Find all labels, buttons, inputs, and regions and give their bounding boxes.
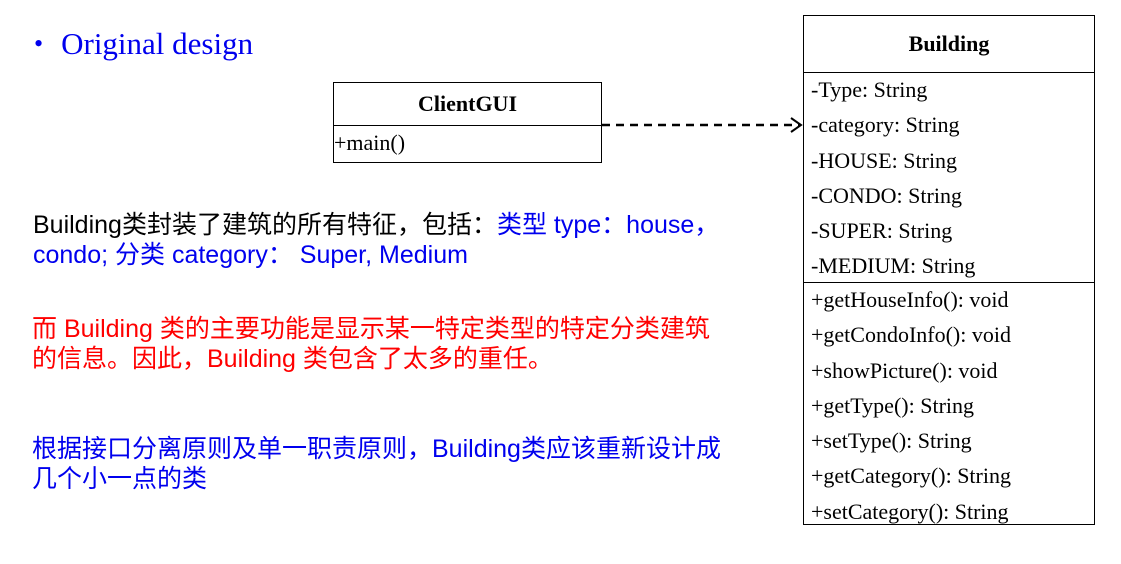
building-operation: +getCategory(): String — [811, 463, 1011, 489]
clientgui-class-name: ClientGUI — [334, 83, 601, 126]
paragraph-redesign: 根据接口分离原则及单一职责原则，Building类应该重新设计成 几个小一点的类 — [32, 434, 721, 494]
paragraph-features: Building类封装了建筑的所有特征，包括：类型 type：house， co… — [33, 210, 719, 270]
paragraph-responsibility: 而 Building 类的主要功能是显示某一特定类型的特定分类建筑 的信息。因此… — [32, 314, 710, 374]
clientgui-operation-main: +main() — [334, 130, 406, 155]
paragraph-redesign-line1: 根据接口分离原则及单一职责原则，Building类应该重新设计成 — [32, 435, 721, 463]
building-attribute: -HOUSE: String — [811, 147, 958, 173]
building-attribute: -MEDIUM: String — [811, 253, 976, 279]
paragraph-responsibility-line2: 的信息。因此，Building 类包含了太多的重任。 — [32, 345, 553, 373]
building-attribute: -category: String — [811, 112, 960, 138]
paragraph-responsibility-line1: 而 Building 类的主要功能是显示某一特定类型的特定分类建筑 — [32, 315, 710, 343]
building-operation: +getHouseInfo(): void — [811, 287, 1009, 312]
building-attribute: -CONDO: String — [811, 182, 962, 208]
paragraph-redesign-line2: 几个小一点的类 — [32, 465, 208, 493]
building-operations: +getHouseInfo(): void +getCondoInfo(): v… — [804, 283, 1094, 530]
building-operation: +getCondoInfo(): void — [811, 322, 1011, 348]
paragraph-features-line2: condo; 分类 category： Super, Medium — [33, 241, 468, 269]
slide-heading: • Original design — [34, 26, 253, 62]
dependency-arrow-head — [790, 117, 803, 133]
paragraph-features-line1: Building类封装了建筑的所有特征，包括：类型 type：house， — [33, 210, 719, 240]
building-class-name: Building — [804, 16, 1094, 73]
paragraph-features-type: 类型 type：house， — [496, 211, 720, 239]
building-operation: +setType(): String — [811, 428, 972, 454]
paragraph-features-text: Building类封装了建筑的所有特征，包括： — [33, 211, 497, 239]
building-class-box: Building -Type: String -category: String… — [803, 15, 1095, 525]
building-attributes: -Type: String -category: String -HOUSE: … — [804, 73, 1094, 283]
dependency-arrow — [602, 117, 803, 133]
building-attribute: -SUPER: String — [811, 218, 953, 244]
building-operation: +setCategory(): String — [811, 498, 1009, 524]
bullet-icon: • — [34, 29, 44, 58]
heading-text: Original design — [61, 26, 254, 61]
building-operation: +showPicture(): void — [811, 357, 998, 383]
clientgui-class-box: ClientGUI +main() — [333, 82, 602, 163]
building-operation: +getType(): String — [811, 392, 975, 418]
building-attribute: -Type: String — [811, 77, 928, 102]
